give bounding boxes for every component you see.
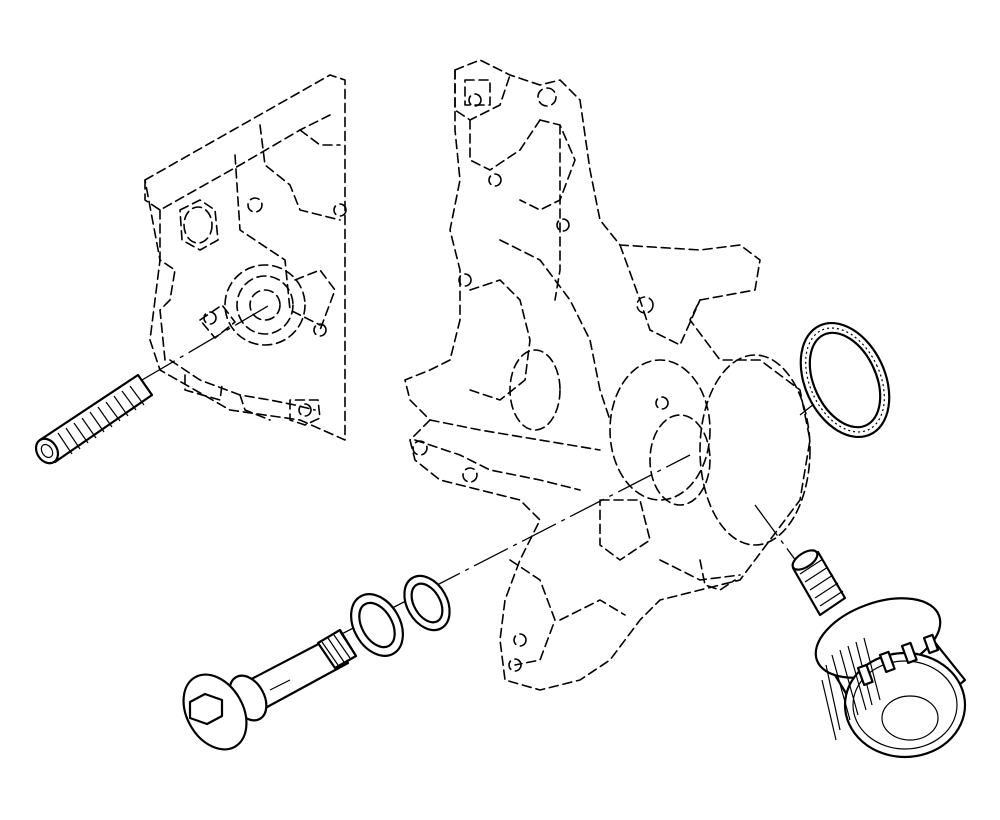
assembly-axis-lines xyxy=(141,305,839,641)
sealing-washer-outer xyxy=(350,593,404,657)
filter-nipple xyxy=(791,549,847,617)
large-o-ring-seal xyxy=(799,321,891,439)
oil-filter-adapter-housing-ghost xyxy=(404,59,811,691)
sealing-washer-inner xyxy=(403,574,451,632)
oil-filter xyxy=(814,597,967,759)
union-bolt xyxy=(182,628,358,751)
block-housing-ghost xyxy=(144,74,347,441)
threaded-stud xyxy=(34,373,154,465)
